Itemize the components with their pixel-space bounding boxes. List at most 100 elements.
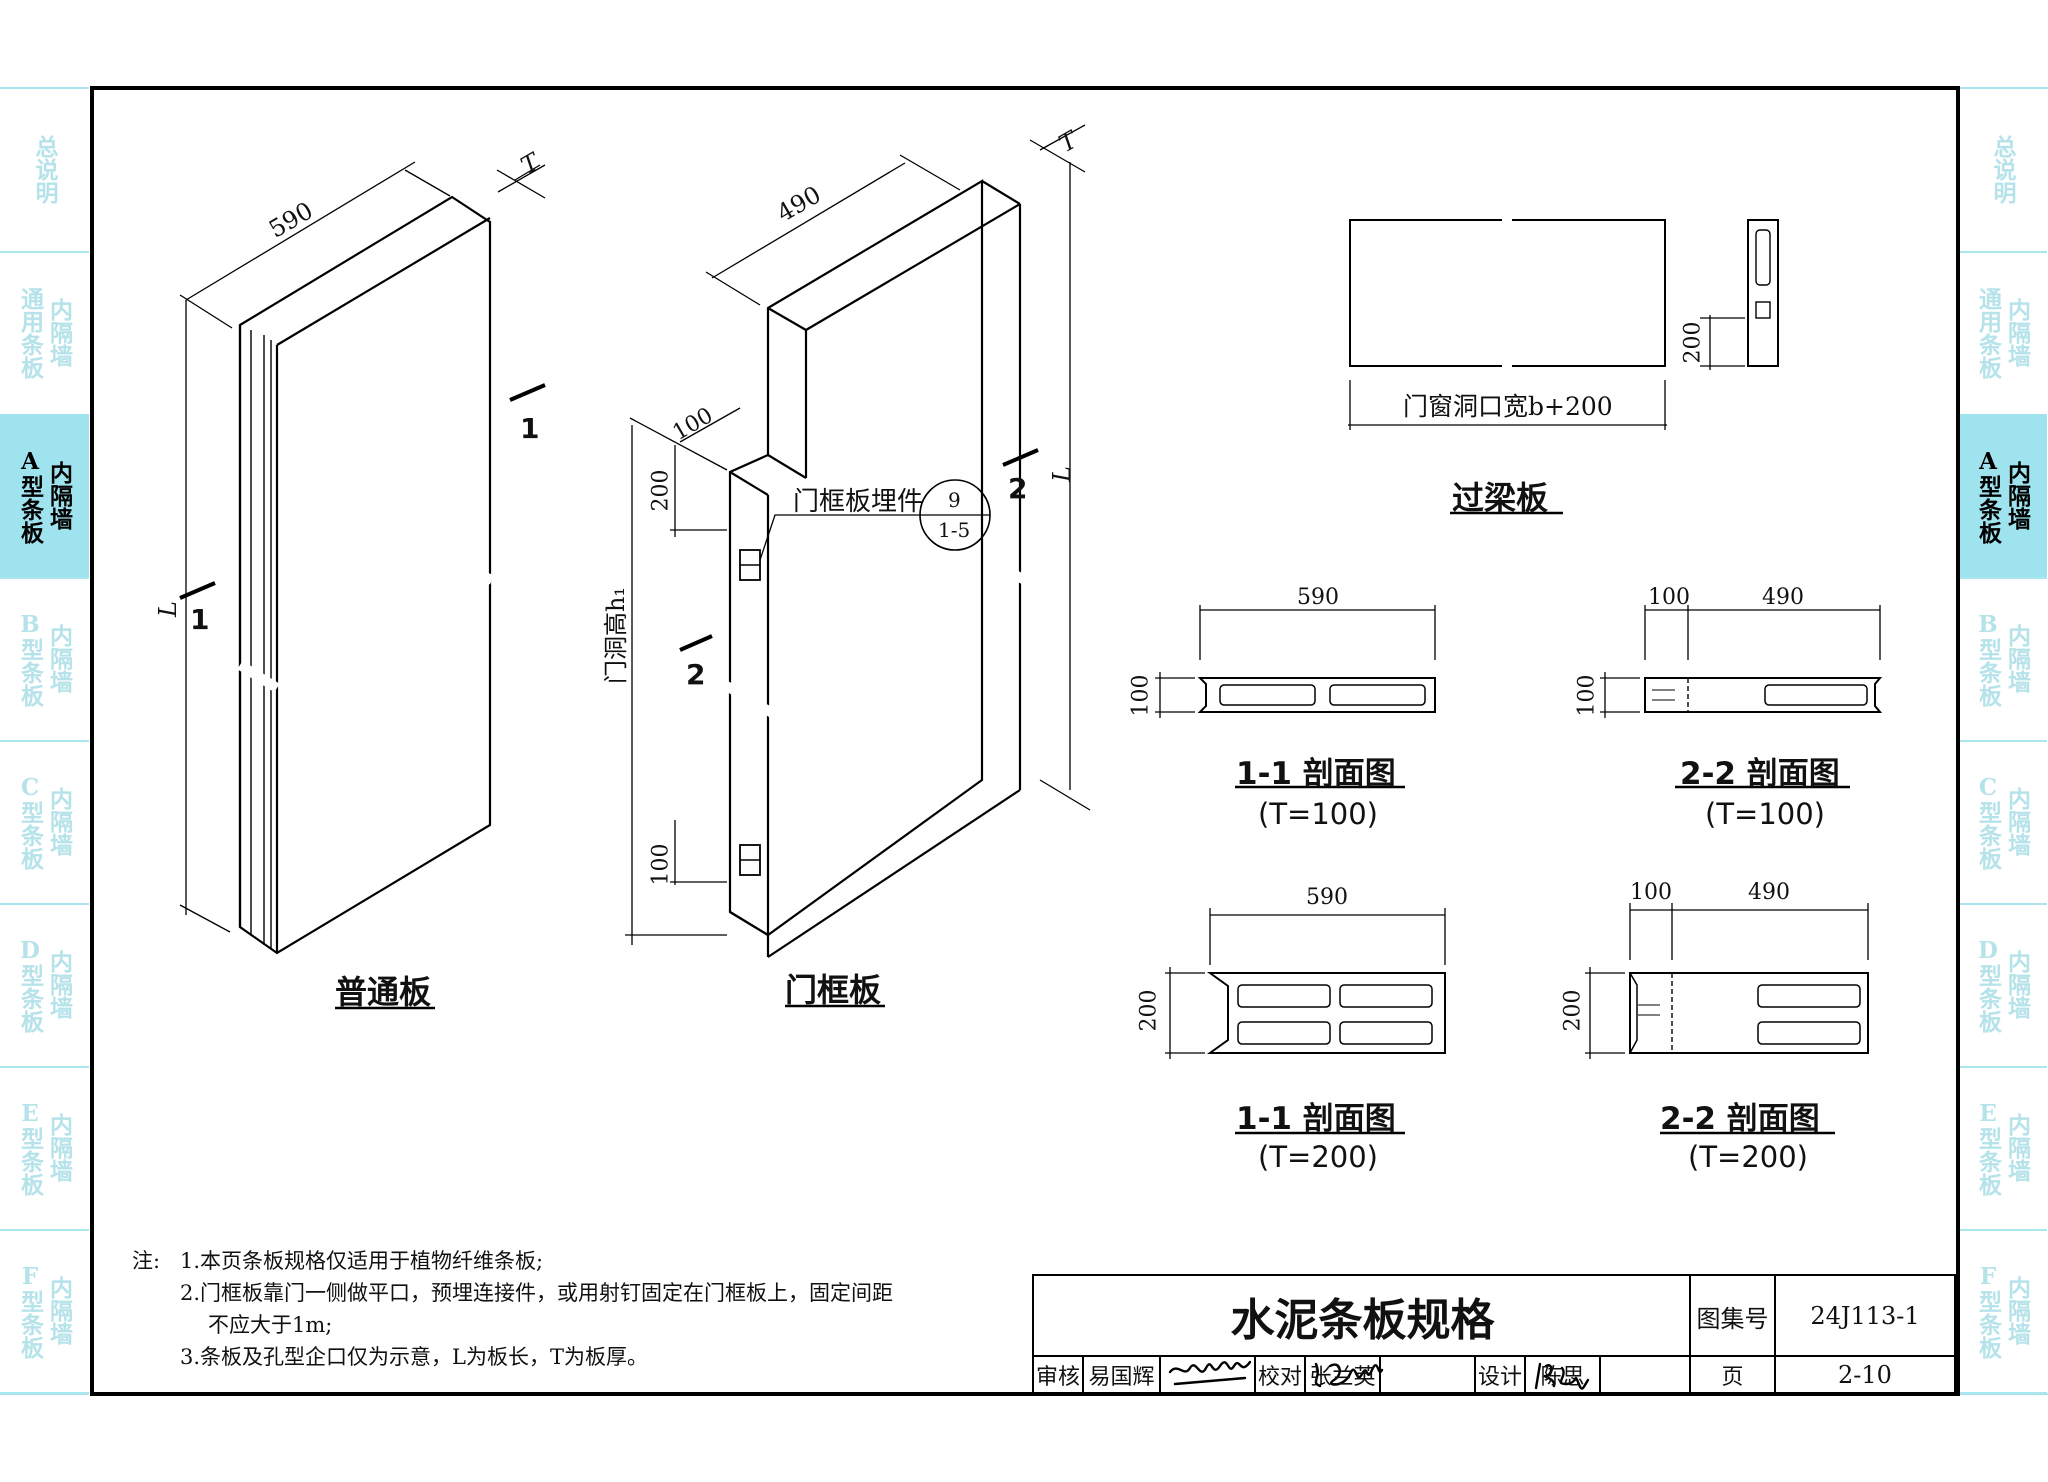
sec4-width-b: 490 (1748, 880, 1790, 905)
side-tab-label: C型条板 (16, 773, 44, 870)
ordinary-section-mark-a: 1 (520, 412, 540, 445)
side-tab-label: B型条板 (16, 610, 44, 707)
sec3-width: 590 (1306, 885, 1348, 910)
side-tab-sublabel: 内隔墙 (45, 1276, 73, 1345)
side-tab-sublabel: 内隔墙 (2003, 624, 2031, 693)
side-tab-right-5[interactable]: D型条板内隔墙 (1958, 903, 2047, 1068)
side-tab-left-3[interactable]: B型条板内隔墙 (0, 577, 89, 742)
side-tab-left-4[interactable]: C型条板内隔墙 (0, 740, 89, 905)
sec1-title: 1-1 剖面图 (1236, 756, 1396, 792)
side-tab-label: F型条板 (16, 1262, 44, 1359)
side-tab-label: E型条板 (1974, 1099, 2002, 1196)
notes-prefix: 注: (132, 1249, 161, 1273)
side-tab-sublabel: 内隔墙 (45, 461, 73, 530)
side-tab-right-6[interactable]: E型条板内隔墙 (1958, 1066, 2047, 1231)
door-frame-panel-title: 门框板 (785, 971, 882, 1009)
door-section-mark-a: 2 (1008, 472, 1028, 505)
lintel-drawing (1348, 216, 1779, 430)
sec2-height: 100 (1574, 674, 1600, 717)
side-tab-right-1[interactable]: 通用条板内隔墙 (1958, 251, 2047, 416)
door-opening-height: 门洞高h₁ (602, 586, 631, 685)
sec3-sub: (T=200) (1258, 1140, 1378, 1174)
sec1-width: 590 (1297, 585, 1339, 610)
door-embed-dim-bottom: 100 (648, 843, 674, 886)
sec3-height: 200 (1136, 989, 1162, 1032)
sec2-width-a: 100 (1648, 585, 1690, 610)
check-label: 校对 (1257, 1364, 1302, 1390)
side-tab-sublabel: 内隔墙 (2003, 1113, 2031, 1182)
design-label: 设计 (1477, 1364, 1522, 1390)
review-label: 审核 (1035, 1364, 1080, 1390)
signatures (1168, 1360, 1590, 1390)
reviewer-name: 易国辉 (1088, 1364, 1155, 1390)
side-tab-label: A型条板 (1974, 447, 2002, 544)
title-block-grid (1032, 1274, 1956, 1394)
sec2-sub: (T=100) (1705, 797, 1825, 831)
lintel-title: 过梁板 (1452, 479, 1549, 517)
side-tab-label: E型条板 (16, 1099, 44, 1196)
ordinary-panel-drawing (179, 161, 546, 955)
sec1-sub: (T=100) (1258, 797, 1378, 831)
section-1-1-t200 (1165, 908, 1446, 1059)
side-tab-left-0[interactable]: 总说明 (0, 88, 89, 253)
page-label: 页 (1721, 1364, 1744, 1390)
page-number: 2-10 (1838, 1360, 1892, 1389)
note-line-4: 3.条板及孔型企口仅为示意，L为板长，T为板厚。 (180, 1345, 648, 1369)
side-tab-sublabel: 内隔墙 (2003, 298, 2031, 367)
sec4-title: 2-2 剖面图 (1660, 1101, 1820, 1137)
sec3-title: 1-1 剖面图 (1236, 1101, 1396, 1137)
door-embed-dim-top: 200 (648, 469, 674, 512)
lintel-width-dim: 门窗洞口宽b+200 (1403, 392, 1613, 421)
door-section-mark-b: 2 (686, 658, 706, 691)
note-line-3: 不应大于1m; (208, 1313, 333, 1337)
side-tab-right-0[interactable]: 总说明 (1958, 88, 2047, 253)
sec1-height: 100 (1128, 674, 1154, 717)
side-tab-right-7[interactable]: F型条板内隔墙 (1958, 1229, 2047, 1394)
side-tab-label: 通用条板 (16, 286, 44, 379)
lintel-height-dim: 200 (1680, 321, 1706, 364)
designer-name-visible: 陈思 (1540, 1364, 1585, 1390)
side-tab-sublabel: 内隔墙 (45, 950, 73, 1019)
side-tab-sublabel: 内隔墙 (2003, 1276, 2031, 1345)
drawing-title: 水泥条板规格 (1230, 1295, 1495, 1346)
side-tab-label: A型条板 (16, 447, 44, 544)
side-tab-left-6[interactable]: E型条板内隔墙 (0, 1066, 89, 1231)
atlas-label: 图集号 (1696, 1304, 1769, 1333)
side-tab-sublabel: 内隔墙 (45, 1113, 73, 1182)
checker-name: 张兰英 (1309, 1364, 1376, 1390)
side-tab-left-1[interactable]: 通用条板内隔墙 (0, 251, 89, 416)
sec4-width-a: 100 (1630, 880, 1672, 905)
door-embed-label: 门框板埋件 (793, 487, 924, 517)
side-tab-label: 总说明 (31, 135, 58, 204)
side-tab-sublabel: 内隔墙 (2003, 787, 2031, 856)
side-tab-right-4[interactable]: C型条板内隔墙 (1958, 740, 2047, 905)
side-tab-right-3[interactable]: B型条板内隔墙 (1958, 577, 2047, 742)
sec2-title: 2-2 剖面图 (1680, 756, 1840, 792)
side-tab-label: 总说明 (1989, 135, 2016, 204)
sec2-width-b: 490 (1762, 585, 1804, 610)
section-1-1-t100 (1155, 605, 1436, 718)
section-2-2-t100 (1600, 605, 1883, 718)
ordinary-length-dim: L (153, 601, 182, 617)
callout-reference: 1-5 (938, 518, 971, 542)
side-tab-right-2[interactable]: A型条板内隔墙 (1958, 414, 2047, 579)
side-tab-left-5[interactable]: D型条板内隔墙 (0, 903, 89, 1068)
note-line-1: 1.本页条板规格仅适用于植物纤维条板; (180, 1249, 544, 1273)
notes-block: 注: 1.本页条板规格仅适用于植物纤维条板; 2.门框板靠门一侧做平口，预埋连接… (132, 1245, 893, 1373)
side-tab-label: B型条板 (1974, 610, 2002, 707)
side-tab-label: 通用条板 (1974, 286, 2002, 379)
section-2-2-t200 (1585, 903, 1869, 1059)
side-tab-label: D型条板 (16, 936, 44, 1033)
side-tab-left-2[interactable]: A型条板内隔墙 (0, 414, 89, 579)
sec4-sub: (T=200) (1688, 1140, 1808, 1174)
callout-number: 9 (948, 488, 961, 512)
side-tab-label: D型条板 (1974, 936, 2002, 1033)
side-tab-sublabel: 内隔墙 (45, 298, 73, 367)
side-tab-sublabel: 内隔墙 (2003, 461, 2031, 530)
side-tab-label: C型条板 (1974, 773, 2002, 870)
sec4-height: 200 (1560, 989, 1586, 1032)
drawing-frame (90, 86, 1960, 1396)
ordinary-section-mark-b: 1 (190, 603, 210, 636)
note-line-2: 2.门框板靠门一侧做平口，预埋连接件，或用射钉固定在门框板上，固定间距 (180, 1281, 894, 1305)
